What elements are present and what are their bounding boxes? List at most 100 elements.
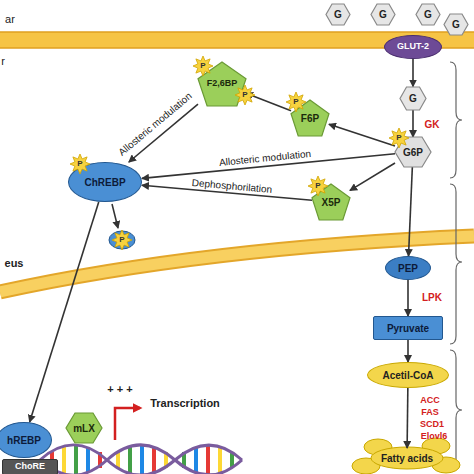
dna-rung [74, 445, 78, 474]
arrow-connector [407, 280, 409, 316]
glucose-molecule: G [444, 14, 468, 35]
dna-backbone [40, 445, 242, 474]
enzyme-label: SCD1 [420, 413, 444, 431]
enzyme-label: Elovl6 [421, 425, 448, 443]
shape-outline [326, 4, 350, 25]
arrow-connector [412, 110, 414, 138]
fat-droplets [352, 438, 460, 474]
glucose-molecule: G [416, 4, 440, 25]
label-text: P [396, 134, 401, 143]
enzyme-label: FAS [421, 401, 439, 419]
dna-rung [62, 447, 66, 473]
arrow-connector [30, 202, 99, 422]
edge-label: Allosteric modulation [116, 90, 194, 158]
phosphate-star: P [193, 56, 213, 76]
dna-rung [218, 447, 222, 473]
star-outline [286, 92, 306, 112]
label-text: + + + [107, 383, 132, 395]
arrow-connector [407, 340, 409, 362]
arrow-connector [409, 167, 413, 256]
metabolite-oval: Acetil-CoA [367, 362, 449, 388]
edge-label: Dephosphorilation [191, 177, 272, 195]
product-label-box: Fatty acids [372, 448, 442, 468]
node-text: hREBP [7, 435, 41, 446]
label-text: Transcription [150, 397, 220, 409]
enzyme-label: ACC [420, 389, 440, 407]
star-outline [235, 85, 255, 105]
arrow-connector [406, 388, 408, 448]
glucose-molecule: G [400, 87, 426, 110]
node-text: G [424, 9, 432, 20]
phosphate-star: P [286, 92, 306, 112]
metabolite-box: Pyruvate [373, 316, 443, 340]
label-text: r [1, 55, 5, 67]
process-label: Transcription [150, 393, 220, 411]
label-text: eus [5, 257, 24, 269]
node-text: Acetil-CoA [382, 370, 433, 381]
shape-outline [400, 87, 426, 110]
node-text: G [334, 9, 342, 20]
node-text: mLX [73, 423, 95, 434]
label-text: P [119, 236, 124, 245]
region-label: eus [5, 253, 24, 271]
phosphate-star: P [112, 230, 132, 250]
curly-bracket [450, 184, 462, 344]
transcription-arrow [115, 408, 140, 440]
label-text: P [200, 62, 205, 71]
release-arrow [112, 204, 118, 228]
curly-bracket [450, 62, 462, 178]
node-text: G [409, 93, 417, 104]
node-text: Pyruvate [387, 323, 429, 334]
label-text: ACC [420, 395, 440, 405]
edge-label: GK [425, 119, 440, 130]
glucose-molecule: G [326, 4, 350, 25]
response-element-box: ChoRE [2, 459, 58, 474]
node-text: ChoRE [15, 462, 45, 472]
star-outline [112, 230, 132, 250]
dna-backbone [40, 445, 242, 474]
arrow-connector [350, 163, 395, 190]
star-outline [389, 128, 409, 148]
arrow-connector [412, 59, 414, 87]
node-text: G [379, 9, 387, 20]
protein-oval: hREBP [0, 422, 52, 458]
label-text: P [77, 160, 82, 169]
node-text: GLUT-2 [397, 42, 429, 52]
dna-rung [86, 447, 90, 473]
label-text: P [293, 98, 298, 107]
node-text: ChREBP [84, 177, 125, 188]
shape-outline [371, 4, 395, 25]
brackets [450, 62, 462, 470]
curly-bracket [450, 350, 462, 470]
label-text: ar [5, 13, 15, 25]
dna-rung [194, 447, 198, 473]
free-phosphate [109, 231, 135, 249]
dna-rung [128, 447, 132, 473]
dna-rung [140, 445, 144, 474]
node-text: Fatty acids [381, 453, 433, 464]
node-text: PEP [398, 263, 418, 274]
region-label: ar [5, 9, 15, 27]
node-text: F2,6BP [207, 79, 238, 89]
arrow-connector [329, 124, 395, 146]
label-text: P [242, 91, 247, 100]
label-text: Elovl6 [421, 431, 448, 441]
phosphate-star: P [235, 85, 255, 105]
region-label: r [1, 51, 5, 69]
shape-outline [66, 413, 102, 443]
shape-outline [444, 14, 468, 35]
transporter-oval: GLUT-2 [384, 35, 442, 59]
phosphate-star: P [308, 176, 328, 196]
dna-rung [206, 445, 210, 474]
phosphate-star: P [389, 128, 409, 148]
dna-helix [40, 445, 242, 474]
edge-label: LPK [422, 292, 442, 303]
dna-rung [152, 447, 156, 473]
label-text: P [315, 182, 320, 191]
star-outline [70, 154, 90, 174]
node-text: G6P [403, 147, 423, 158]
glucose-molecule: G [371, 4, 395, 25]
